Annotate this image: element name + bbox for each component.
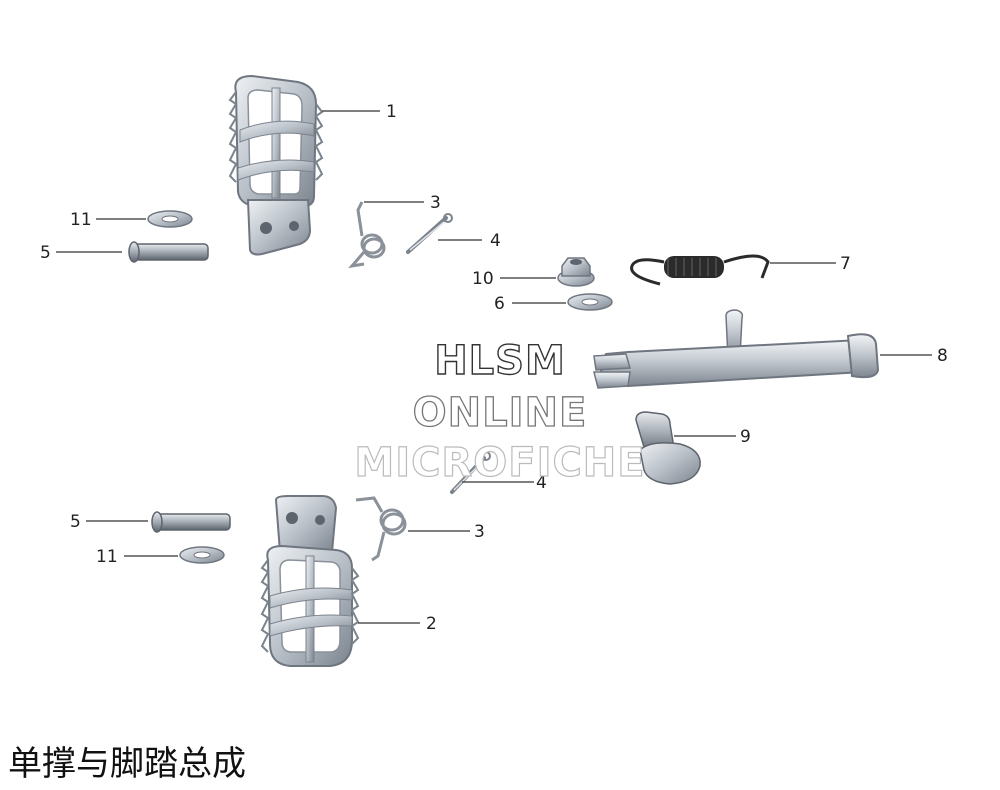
return-spring bbox=[630, 254, 770, 286]
torsion-spring-lower bbox=[355, 496, 407, 562]
washer-stand bbox=[567, 293, 613, 311]
callout-9: 9 bbox=[740, 427, 751, 447]
callout-3-lower: 3 bbox=[474, 522, 485, 542]
callout-8: 8 bbox=[937, 346, 948, 366]
cotter-pin-lower bbox=[450, 451, 491, 494]
footpeg-upper bbox=[228, 74, 324, 256]
torsion-spring-upper bbox=[348, 201, 386, 269]
cotter-pin-upper bbox=[406, 213, 453, 254]
callout-4-lower: 4 bbox=[536, 473, 547, 493]
callout-5-lower: 5 bbox=[70, 512, 81, 532]
callout-2: 2 bbox=[426, 614, 437, 634]
callout-1: 1 bbox=[386, 102, 397, 122]
flange-nut bbox=[557, 257, 595, 287]
callout-11-lower: 11 bbox=[96, 547, 118, 567]
leader-lines bbox=[56, 110, 932, 624]
washer-lower bbox=[179, 546, 225, 564]
callout-3-upper: 3 bbox=[430, 193, 441, 213]
callout-7: 7 bbox=[840, 254, 851, 274]
callout-10: 10 bbox=[472, 269, 494, 289]
pivot-pin-lower bbox=[151, 511, 231, 533]
callout-6: 6 bbox=[494, 294, 505, 314]
callout-4-upper: 4 bbox=[490, 231, 501, 251]
callout-11-upper: 11 bbox=[70, 210, 92, 230]
pivot-bolt bbox=[635, 411, 701, 485]
diagram-title: 单撑与脚踏总成 bbox=[8, 744, 246, 784]
callout-5-upper: 5 bbox=[40, 243, 51, 263]
pivot-pin-upper bbox=[128, 241, 209, 263]
footpeg-lower bbox=[260, 495, 360, 667]
side-stand bbox=[593, 309, 880, 389]
washer-upper bbox=[147, 210, 193, 228]
